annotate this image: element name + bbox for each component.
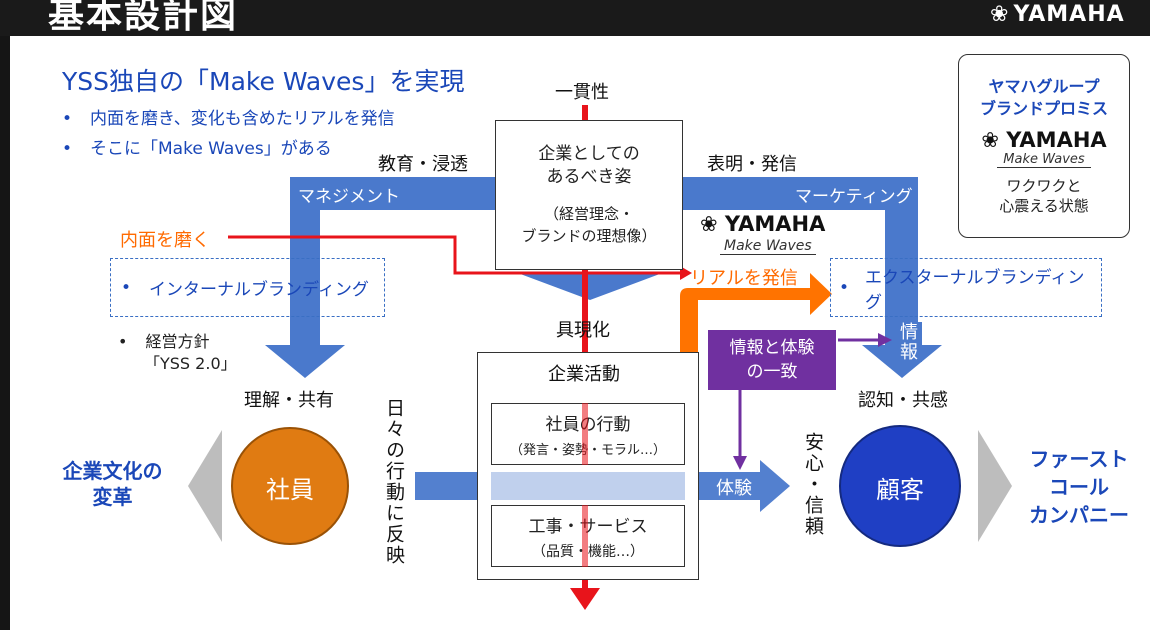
policy-note: •経営方針	[118, 332, 210, 351]
info-label: 情報	[892, 322, 922, 362]
recognition-label: 認知・共感	[858, 390, 948, 411]
employee-label: 社員	[266, 476, 314, 504]
info-match-text: の一致	[746, 362, 798, 382]
real-arrow	[680, 273, 832, 352]
info-arrowhead	[878, 333, 892, 347]
culture-chevron	[188, 430, 222, 542]
polish-path	[228, 235, 680, 275]
expression-label: 表明・発信	[707, 154, 797, 175]
daily-action-label: 日々の行動に反映	[383, 398, 405, 566]
policy-note: 「YSS 2.0」	[144, 354, 237, 373]
culture-change-text: 企業文化の	[62, 459, 163, 483]
brand-promise-title: ブランドプロミス	[979, 99, 1108, 118]
first-call-text: コール	[1049, 475, 1109, 499]
trust-label: 安心・信頼	[802, 432, 824, 537]
understanding-label: 理解・共有	[244, 390, 334, 411]
management-label: マネジメント	[298, 187, 400, 207]
center-tagline: Make Waves	[720, 238, 816, 255]
info-match-box: 情報と体験 の一致	[708, 330, 836, 390]
real-label: リアルを発信	[690, 268, 798, 289]
corporate-activity-label: 企業活動	[548, 364, 620, 385]
info-match-text: 情報と体験	[729, 338, 815, 358]
corporate-ideal-note: ブランドの理想像）	[521, 227, 657, 245]
customer-label: 顧客	[876, 476, 924, 504]
brand-promise-text: ワクワクと	[1006, 177, 1082, 195]
culture-change-label: 企業文化の 変革	[40, 458, 185, 510]
tuning-fork-emblem-icon: ❀	[700, 212, 725, 236]
embody-label: 具現化	[556, 320, 610, 341]
bullet-item: •そこに「Make Waves」がある	[62, 139, 332, 159]
left-edge-band	[0, 36, 10, 630]
brand-promise-logo: ❀ YAMAHA	[981, 128, 1107, 152]
customer-circle	[839, 425, 961, 547]
brand-promise-box: ヤマハグループ ブランドプロミス ❀ YAMAHA Make Waves ワクワ…	[958, 54, 1130, 238]
brand-promise-text: 心震える状態	[999, 197, 1089, 215]
tuning-fork-emblem-icon: ❀	[981, 128, 1007, 152]
internal-branding-box: •インターナルブランディング	[110, 258, 385, 317]
corporate-ideal-text: 企業としての	[538, 144, 640, 164]
polish-label: 内面を磨く	[120, 230, 210, 251]
header-logo: ❀YAMAHA	[990, 2, 1125, 27]
culture-change-text: 変革	[92, 485, 133, 509]
tuning-fork-emblem-icon: ❀	[990, 2, 1010, 27]
education-label: 教育・浸透	[378, 154, 468, 175]
management-arrow	[265, 177, 495, 378]
consistency-label: 一貫性	[555, 82, 609, 103]
external-branding-box: •エクスターナルブランディング	[830, 258, 1102, 317]
first-call-label: ファースト コール カンパニー	[1016, 445, 1142, 529]
bullet-item: •内面を磨き、変化も含めたリアルを発信	[62, 109, 395, 129]
match-arrowhead	[733, 456, 747, 470]
brand-promise-tagline: Make Waves	[997, 152, 1091, 168]
corporate-ideal-text: あるべき姿	[546, 167, 632, 187]
page-title: 基本設計図	[48, 0, 239, 36]
experience-label: 体験	[716, 478, 752, 499]
polish-arrowhead	[680, 266, 692, 280]
center-yamaha-logo: ❀ YAMAHA	[700, 212, 826, 236]
first-call-text: カンパニー	[1029, 503, 1129, 527]
first-call-chevron	[978, 430, 1012, 542]
embody-arrow	[515, 272, 665, 300]
corporate-ideal-box: 企業としての あるべき姿 （経営理念・ ブランドの理想像）	[495, 120, 683, 270]
employee-circle	[231, 427, 349, 545]
marketing-label: マーケティング	[795, 187, 913, 207]
first-call-text: ファースト	[1029, 447, 1129, 471]
headline: YSS独自の「Make Waves」を実現	[62, 67, 465, 96]
consistency-arrowhead	[570, 588, 600, 610]
header-bar	[0, 0, 1150, 36]
corporate-ideal-note: （経営理念・	[543, 205, 634, 223]
brand-promise-title: ヤマハグループ	[988, 77, 1100, 96]
